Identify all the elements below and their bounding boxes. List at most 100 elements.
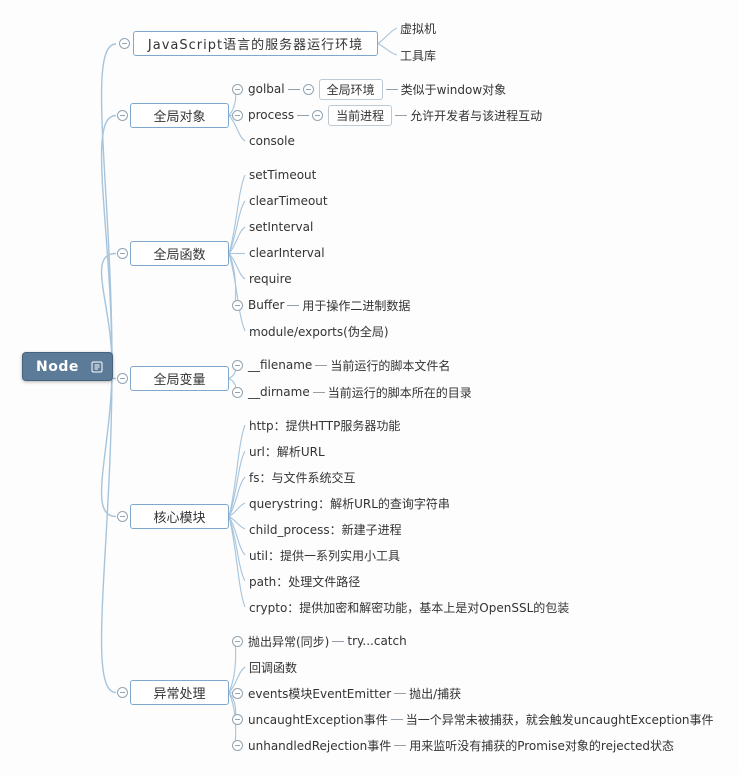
branch-topic-error-handling[interactable]: 异常处理 bbox=[130, 680, 229, 705]
child-topic-label[interactable]: Buffer bbox=[248, 298, 285, 312]
child-topic-label[interactable]: require bbox=[249, 272, 292, 286]
topic-row: child_process：新建子进程 bbox=[249, 521, 402, 537]
note-topic-label[interactable]: 当一个异常未被捕获，就会触发uncaughtException事件 bbox=[405, 712, 714, 727]
topic-row: util：提供一系列实用小工具 bbox=[249, 547, 400, 563]
root-topic-label: Node bbox=[36, 358, 79, 375]
topic-row: Buffer 用于操作二进制数据 bbox=[232, 297, 410, 313]
child-topic-label[interactable]: module/exports(伪全局) bbox=[249, 324, 389, 339]
child-topic-label[interactable]: 虚拟机 bbox=[400, 21, 437, 36]
child-topic-label[interactable]: clearInterval bbox=[249, 246, 325, 260]
collapse-minus-icon[interactable] bbox=[232, 635, 243, 647]
collapse-minus-icon[interactable] bbox=[117, 248, 128, 259]
child-topic-label[interactable]: 工具库 bbox=[400, 48, 437, 63]
child-topic-label[interactable]: http：提供HTTP服务器功能 bbox=[249, 418, 401, 433]
topic-row: setTimeout bbox=[249, 167, 316, 183]
child-topic-label[interactable]: 回调函数 bbox=[249, 660, 298, 675]
topic-row: module/exports(伪全局) bbox=[249, 323, 389, 339]
collapse-minus-icon[interactable] bbox=[117, 110, 128, 121]
topic-row: querystring：解析URL的查询字符串 bbox=[249, 495, 450, 511]
topic-row: crypto：提供加密和解密功能，基本上是对OpenSSL的包装 bbox=[249, 599, 569, 615]
note-topic-label[interactable]: 当前运行的脚本所在的目录 bbox=[327, 385, 472, 400]
topic-row: unhandledRejection事件 用来监听没有捕获的Promise对象的… bbox=[232, 737, 674, 753]
connector-segment bbox=[287, 304, 300, 306]
collapse-minus-icon[interactable] bbox=[232, 359, 243, 371]
note-topic-label[interactable]: 类似于window对象 bbox=[400, 82, 507, 97]
child-topic-label[interactable]: console bbox=[249, 134, 295, 148]
note-topic-label[interactable]: 允许开发者与该进程互动 bbox=[410, 108, 543, 123]
collapse-minus-icon[interactable] bbox=[117, 373, 128, 384]
collapse-minus-icon[interactable] bbox=[119, 38, 130, 49]
note-topic-label[interactable]: 抛出/捕获 bbox=[409, 686, 462, 701]
collapse-minus-icon[interactable] bbox=[302, 83, 314, 95]
collapse-minus-icon[interactable] bbox=[117, 687, 128, 698]
branch-topic-label: 全局对象 bbox=[153, 110, 206, 125]
collapse-minus-icon[interactable] bbox=[232, 109, 243, 121]
child-topic-label[interactable]: util：提供一系列实用小工具 bbox=[249, 548, 400, 563]
branch-topic-global-object[interactable]: 全局对象 bbox=[130, 103, 229, 128]
collapse-minus-icon[interactable] bbox=[117, 511, 128, 522]
branch-topic-global-variables[interactable]: 全局变量 bbox=[130, 366, 229, 391]
connector-segment bbox=[385, 88, 398, 90]
child-topic-label[interactable]: golbal bbox=[248, 82, 285, 96]
child-topic-label[interactable]: crypto：提供加密和解密功能，基本上是对OpenSSL的包装 bbox=[249, 600, 570, 615]
child-topic-label[interactable]: events模块EventEmitter bbox=[248, 686, 392, 701]
topic-row: 工具库 bbox=[400, 47, 436, 63]
child-topic-label[interactable]: __dirname bbox=[248, 385, 310, 399]
note-topic-label[interactable]: 当前运行的脚本文件名 bbox=[330, 358, 451, 373]
topic-row: 回调函数 bbox=[249, 659, 297, 675]
collapse-minus-icon[interactable] bbox=[232, 739, 243, 751]
topic-row: 虚拟机 bbox=[400, 20, 436, 36]
topic-row: console bbox=[249, 133, 295, 149]
topic-row: __dirname 当前运行的脚本所在的目录 bbox=[232, 384, 472, 400]
collapse-minus-icon[interactable] bbox=[232, 386, 243, 398]
child-topic-label[interactable]: url：解析URL bbox=[249, 444, 325, 459]
subtopic-box[interactable]: 当前进程 bbox=[328, 104, 393, 126]
topic-row: clearTimeout bbox=[249, 193, 328, 209]
subtopic-box[interactable]: 全局环境 bbox=[318, 78, 383, 100]
connector-segment bbox=[297, 114, 310, 116]
child-topic-label[interactable]: fs：与文件系统交互 bbox=[249, 470, 356, 485]
child-topic-label[interactable]: clearTimeout bbox=[249, 194, 328, 208]
branch-topic-js-runtime[interactable]: JavaScript语言的服务器运行环境 bbox=[133, 31, 378, 56]
child-topic-label[interactable]: unhandledRejection事件 bbox=[248, 738, 392, 753]
child-topic-label[interactable]: querystring：解析URL的查询字符串 bbox=[249, 496, 450, 511]
notes-icon[interactable] bbox=[91, 361, 103, 373]
collapse-minus-icon[interactable] bbox=[232, 687, 243, 699]
branch-topic-label: 全局函数 bbox=[153, 248, 206, 263]
topic-row: require bbox=[249, 271, 292, 287]
topic-row: 抛出异常(同步) try...catch bbox=[232, 633, 407, 649]
note-topic-label[interactable]: 用来监听没有捕获的Promise对象的rejected状态 bbox=[409, 738, 674, 753]
branch-topic-core-modules[interactable]: 核心模块 bbox=[130, 504, 229, 529]
child-topic-label[interactable]: path：处理文件路径 bbox=[249, 574, 361, 589]
branch-topic-label: 异常处理 bbox=[153, 687, 206, 702]
connector-segment bbox=[315, 364, 328, 366]
collapse-minus-icon[interactable] bbox=[232, 299, 243, 311]
child-topic-label[interactable]: setTimeout bbox=[249, 168, 317, 182]
connector-segment bbox=[395, 114, 408, 116]
note-topic-label[interactable]: 用于操作二进制数据 bbox=[302, 298, 411, 313]
child-topic-label[interactable]: 抛出异常(同步) bbox=[248, 634, 330, 649]
collapse-minus-icon[interactable] bbox=[232, 713, 243, 725]
child-topic-label[interactable]: setInterval bbox=[249, 220, 314, 234]
topic-row: fs：与文件系统交互 bbox=[249, 469, 355, 485]
child-topic-label[interactable]: child_process：新建子进程 bbox=[249, 522, 402, 537]
branch-topic-label: 核心模块 bbox=[153, 511, 206, 526]
collapse-minus-icon[interactable] bbox=[232, 83, 243, 95]
branch-topic-label: 全局变量 bbox=[153, 373, 206, 388]
child-topic-label[interactable]: uncaughtException事件 bbox=[248, 712, 388, 727]
connector-segment bbox=[394, 744, 407, 746]
topic-row: events模块EventEmitter 抛出/捕获 bbox=[232, 685, 461, 701]
collapse-minus-icon[interactable] bbox=[312, 109, 324, 121]
root-topic[interactable]: Node bbox=[22, 352, 113, 381]
note-topic-label[interactable]: try...catch bbox=[347, 634, 407, 648]
connector-segment bbox=[332, 640, 345, 642]
branch-topic-global-functions[interactable]: 全局函数 bbox=[130, 241, 229, 266]
child-topic-label[interactable]: process bbox=[248, 108, 295, 122]
topic-row: url：解析URL bbox=[249, 443, 325, 459]
child-topic-label[interactable]: __filename bbox=[248, 358, 313, 372]
connector-segment bbox=[390, 718, 403, 720]
connector-segment bbox=[394, 692, 407, 694]
topic-row: path：处理文件路径 bbox=[249, 573, 360, 589]
